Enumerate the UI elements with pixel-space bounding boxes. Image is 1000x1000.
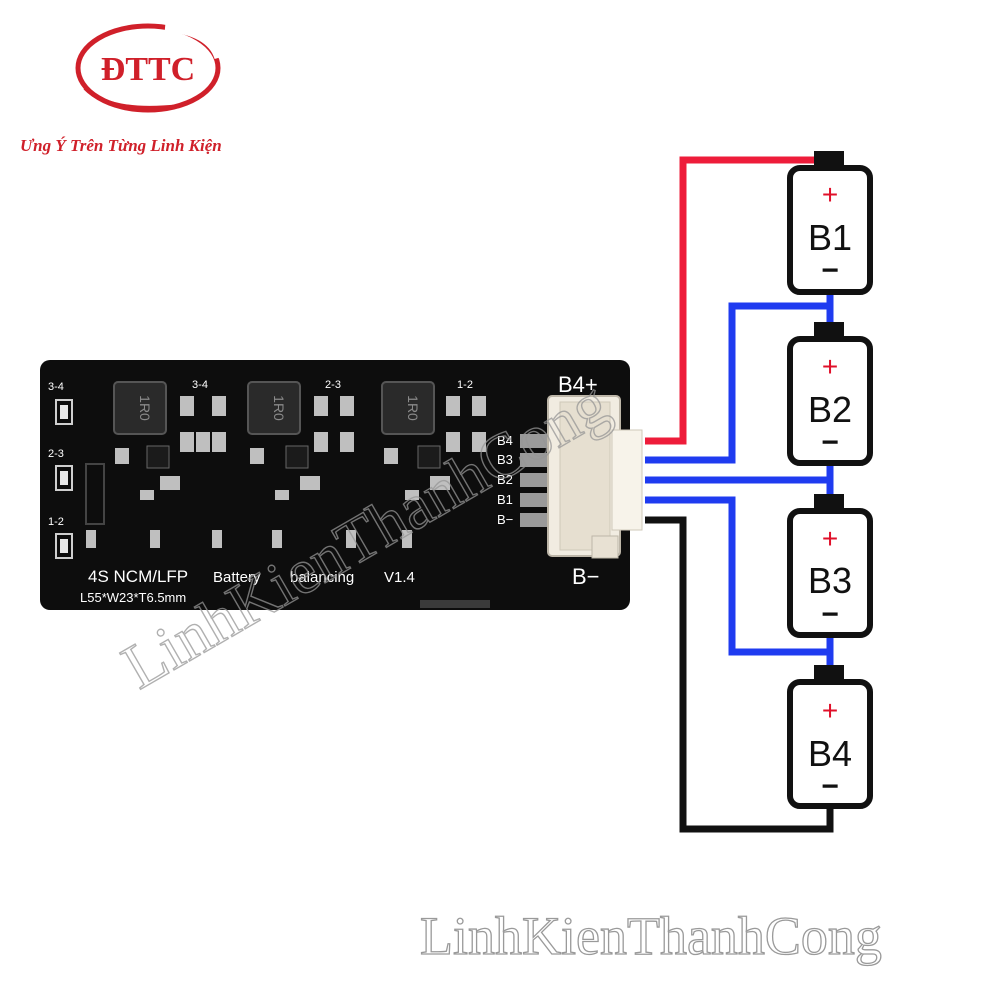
- board-model-label: 4S NCM/LFP: [88, 567, 188, 586]
- pin-label-b3: B3: [497, 452, 513, 467]
- pin-label-b1: B1: [497, 492, 513, 507]
- board-dimensions: L55*W23*T6.5mm: [80, 590, 186, 605]
- pcb-substrate: [40, 360, 630, 610]
- board-version: V1.4: [384, 569, 415, 586]
- inductor-label: 1R0: [137, 395, 153, 421]
- battery-b1-plus: +: [822, 179, 838, 210]
- battery-b3-plus: +: [822, 523, 838, 554]
- dttc-logo: ĐTTC: [70, 18, 230, 118]
- section-label-2-3: 2-3: [325, 379, 341, 391]
- jst-connector: [520, 395, 643, 559]
- wire-red-b4: [645, 156, 822, 445]
- board-word-battery: Battery: [213, 569, 261, 586]
- inductor-label: 1R0: [271, 395, 287, 421]
- battery-b1: + B1 −: [787, 151, 873, 295]
- pin-labels: B4 B3 B2 B1 B−: [497, 433, 513, 527]
- logo-text: ĐTTC: [101, 51, 195, 88]
- section-label-3-4: 3-4: [192, 379, 208, 391]
- pin-label-b2: B2: [497, 472, 513, 487]
- balancer-section-2-3: 1R0 2-3: [247, 379, 354, 500]
- pin-label-b4: B4: [497, 433, 513, 448]
- board-b4-plus-label: B4+: [558, 372, 598, 397]
- balancer-section-3-4: 1R0 3-4: [113, 379, 226, 500]
- inductor: [381, 381, 435, 435]
- pin-label-bneg: B−: [497, 512, 513, 527]
- balancer-section-1-2: 1R0 1-2: [381, 379, 486, 500]
- battery-b4-plus: +: [822, 695, 838, 726]
- battery-b2: + B2 −: [787, 322, 873, 466]
- battery-b2-minus: −: [821, 426, 839, 459]
- logo-emblem: ĐTTC: [75, 23, 222, 113]
- board-b-minus-label: B−: [572, 564, 600, 589]
- battery-b2-plus: +: [822, 351, 838, 382]
- wire-black-bneg: [645, 516, 834, 833]
- bottom-pads: [85, 463, 412, 548]
- battery-b3-label: B3: [808, 560, 852, 601]
- side-label-1-2: 1-2: [48, 516, 64, 528]
- side-led-group: 3-4 2-3 1-2: [48, 381, 73, 559]
- battery-b1-label: B1: [808, 217, 852, 258]
- battery-b3-minus: −: [821, 598, 839, 631]
- battery-b2-label: B2: [808, 389, 852, 430]
- battery-b4: + B4 −: [787, 665, 873, 809]
- pcb-board: 3-4 2-3 1-2 1R0 3-4: [40, 360, 643, 610]
- battery-b3: + B3 −: [787, 494, 873, 638]
- section-label-1-2: 1-2: [457, 379, 473, 391]
- battery-b1-minus: −: [821, 254, 839, 287]
- inductor: [113, 381, 167, 435]
- board-word-balancing: balancing: [290, 569, 354, 586]
- inductor: [247, 381, 301, 435]
- inductor-label: 1R0: [405, 395, 421, 421]
- side-label-2-3: 2-3: [48, 448, 64, 460]
- battery-b4-label: B4: [808, 733, 852, 774]
- watermark-bottom: LinhKienThanhCong: [419, 905, 882, 966]
- logo-tagline: Ưng Ý Trên Từng Linh Kiện: [20, 136, 222, 155]
- side-label-3-4: 3-4: [48, 381, 64, 393]
- battery-b4-minus: −: [821, 770, 839, 803]
